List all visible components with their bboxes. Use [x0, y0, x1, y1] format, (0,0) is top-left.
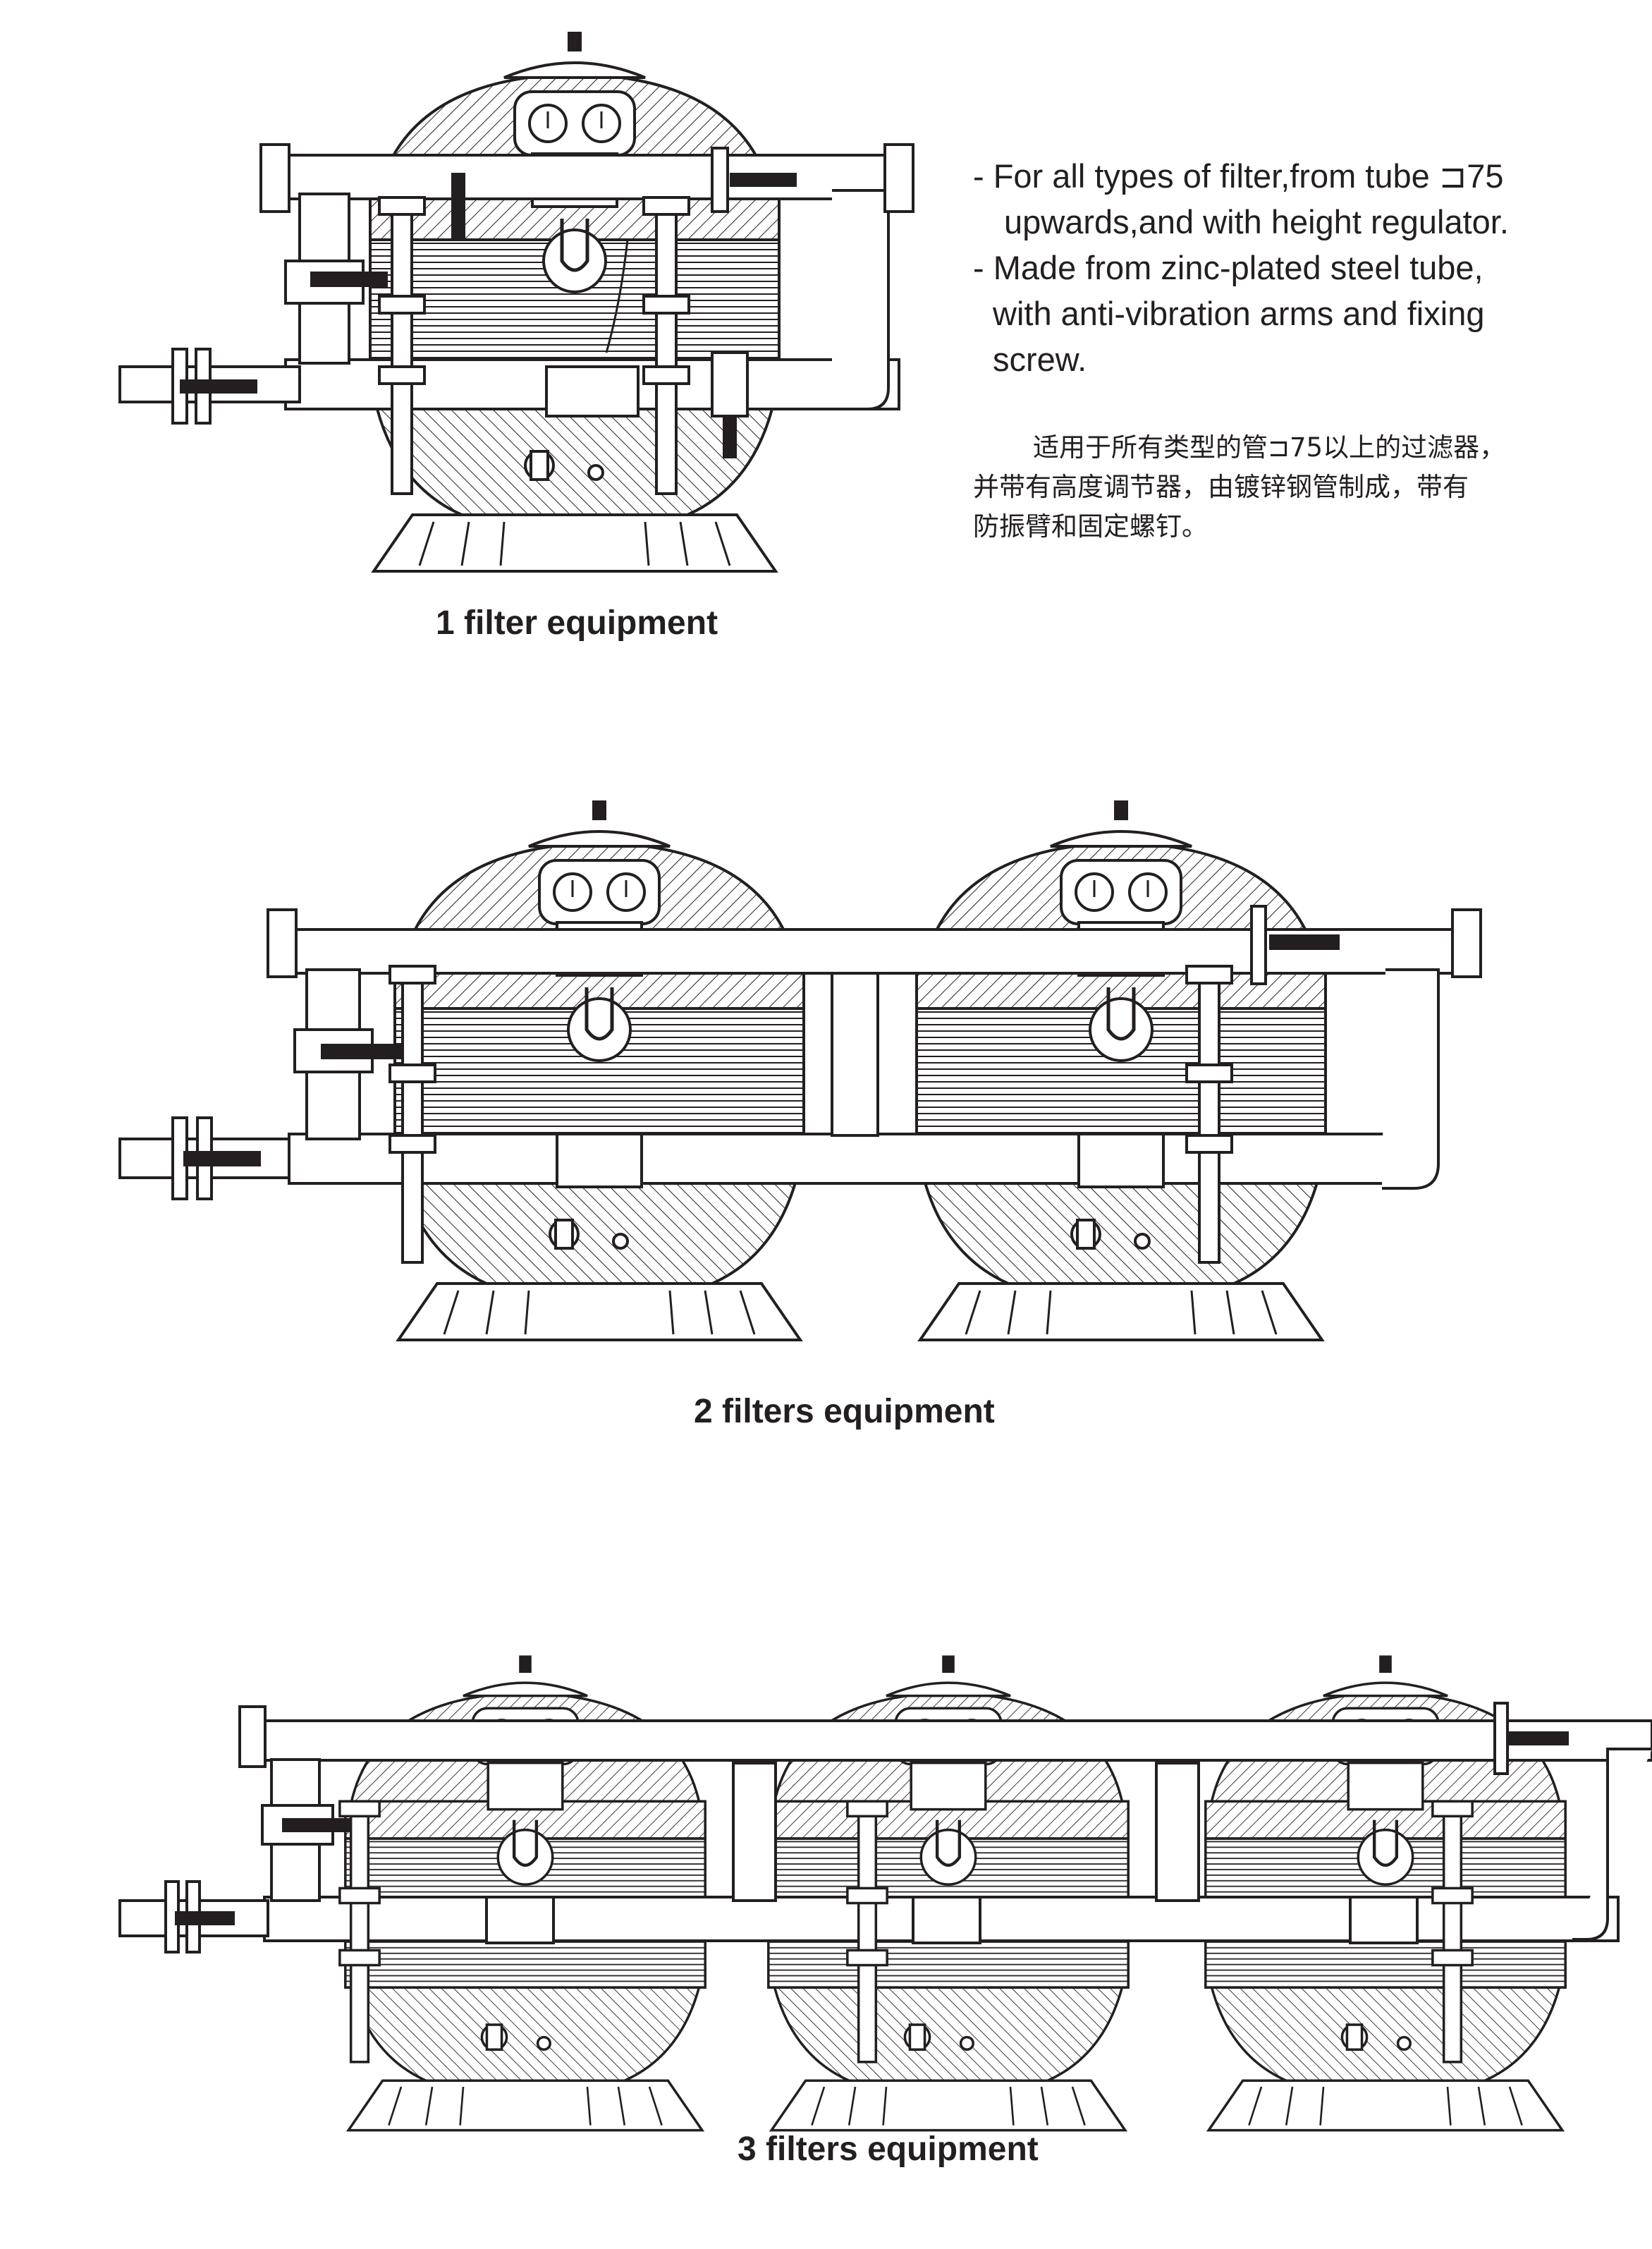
caption-two-filters: 2 filters equipment — [694, 1393, 995, 1430]
caption-three-filters: 3 filters equipment — [738, 2131, 1039, 2168]
description-line-1: - For all types of filter,from tube ⊐75 — [973, 157, 1504, 195]
description-line-3: - Made from zinc-plated steel tube, — [973, 249, 1483, 286]
description-line-5: screw. — [993, 341, 1087, 378]
one-filter-drawing — [118, 32, 914, 571]
chinese-description-line-1: 适用于所有类型的管⊐75以上的过滤器， — [1033, 432, 1506, 463]
description-line-2: upwards,and with height regulator. — [1004, 203, 1509, 240]
caption-one-filter: 1 filter equipment — [436, 604, 718, 642]
chinese-description-line-3: 防振臂和固定螺钉。 — [973, 511, 1208, 542]
chinese-description-line-2: 并带有高度调节器，由镀锌钢管制成，带有 — [973, 472, 1469, 502]
three-filters-drawing — [118, 1655, 1652, 2130]
two-filters-drawing — [118, 800, 1482, 1340]
description-line-4: with anti-vibration arms and fixing — [993, 295, 1485, 332]
